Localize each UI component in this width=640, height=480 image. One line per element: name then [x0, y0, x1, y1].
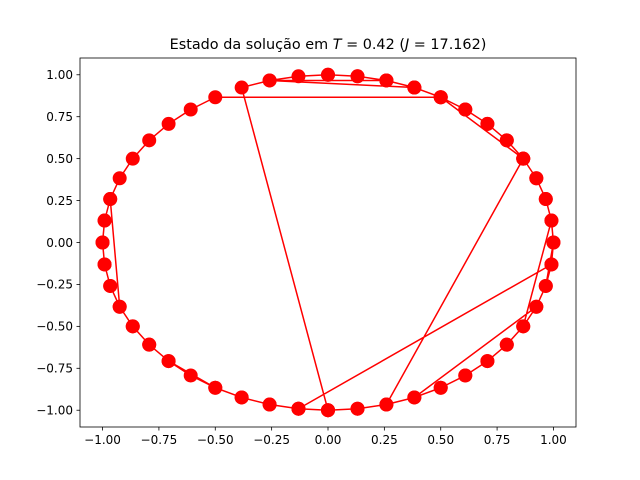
tour-point-81 — [433, 90, 448, 105]
tour-point-36 — [262, 73, 277, 88]
tour-point-57 — [208, 380, 223, 395]
y-tick-label-5: −0.25 — [36, 278, 73, 292]
x-tick-label-4: 0.00 — [315, 433, 342, 447]
y-tick-label-8: −1.00 — [36, 404, 73, 418]
chart-title-j-value: = 17.162) — [409, 37, 486, 53]
tour-point-54 — [125, 319, 140, 334]
tour-point-55 — [142, 337, 157, 352]
tour-point-5 — [291, 69, 306, 84]
tour-point-35 — [379, 73, 394, 88]
x-tick-label-1: −0.75 — [141, 433, 178, 447]
tour-point-72 — [544, 257, 559, 272]
tour-point-69 — [516, 319, 531, 334]
y-tick-label-1: 0.75 — [46, 110, 73, 124]
x-tick-label-5: 0.25 — [371, 433, 398, 447]
chart-title-t-value: = 0.42 ( — [342, 37, 405, 53]
chart-title: Estado da solução em T = 0.42 (J = 17.16… — [170, 37, 487, 53]
tour-point-71 — [538, 278, 553, 293]
x-tick-label-2: −0.50 — [197, 433, 234, 447]
x-tick-label-3: −0.25 — [253, 433, 290, 447]
y-tick-label-6: −0.50 — [36, 320, 73, 334]
tour-point-80 — [458, 102, 473, 117]
tour-point-53 — [112, 299, 127, 314]
y-tick-label-4: 0.00 — [46, 236, 73, 250]
tour-point-64 — [407, 390, 422, 405]
tour-point-43 — [183, 368, 198, 383]
tour-point-67 — [480, 354, 495, 369]
tour-point-6 — [321, 67, 335, 82]
tour-point-78 — [499, 133, 514, 148]
tour-point-82 — [208, 90, 223, 105]
chart-title-j-symbol: J — [402, 37, 409, 53]
tour-point-87 — [112, 171, 127, 186]
tour-point-88 — [103, 192, 118, 207]
tour-point-89 — [97, 213, 112, 228]
chart-title-t-symbol: T — [333, 37, 343, 53]
tour-point-76 — [529, 171, 544, 186]
tour-point-65 — [433, 380, 448, 395]
y-tick-label-3: 0.25 — [46, 194, 73, 208]
tour-point-85 — [142, 133, 157, 148]
tour-point-37 — [234, 80, 249, 95]
tour-point-86 — [125, 151, 140, 166]
y-tick-label-0: 1.00 — [46, 68, 73, 82]
tour-point-60 — [291, 401, 306, 416]
tour-point-84 — [161, 116, 176, 131]
tour-point-61 — [321, 403, 335, 418]
tour-point-83 — [183, 102, 198, 117]
x-tick-label-6: 0.50 — [427, 433, 454, 447]
tour-point-77 — [516, 151, 531, 166]
tour-point-92 — [103, 278, 118, 293]
x-tick-label-8: 1.00 — [540, 433, 567, 447]
tour-point-74 — [544, 213, 559, 228]
axes: −1.00 −0.75 −0.50 −0.25 0.00 0.25 0.50 0.75 1.00… — [36, 57, 577, 447]
y-tick-label-2: 0.50 — [46, 152, 73, 166]
tour-point-73 — [546, 235, 561, 250]
x-tick-label-7: 0.75 — [484, 433, 511, 447]
tour-point-70 — [529, 299, 544, 314]
tour-point-62 — [350, 401, 365, 416]
x-tick-label-0: −1.00 — [84, 433, 121, 447]
chart-title-prefix: Estado da solução em — [170, 37, 333, 53]
tour-point-58 — [234, 390, 249, 405]
tour-point-63 — [379, 397, 394, 412]
tour-point-66 — [458, 368, 473, 383]
tour-point-34 — [407, 80, 422, 95]
tour-point-79 — [480, 116, 495, 131]
tour-point-75 — [538, 192, 553, 207]
tour-point-59 — [262, 397, 277, 412]
tour-point-91 — [97, 257, 112, 272]
tour-point-68 — [499, 337, 514, 352]
tour-point-7 — [350, 69, 365, 84]
plot-area — [95, 67, 561, 418]
tour-point-56 — [161, 354, 176, 369]
tour-point-90 — [95, 235, 110, 250]
y-tick-label-7: −0.75 — [36, 362, 73, 376]
